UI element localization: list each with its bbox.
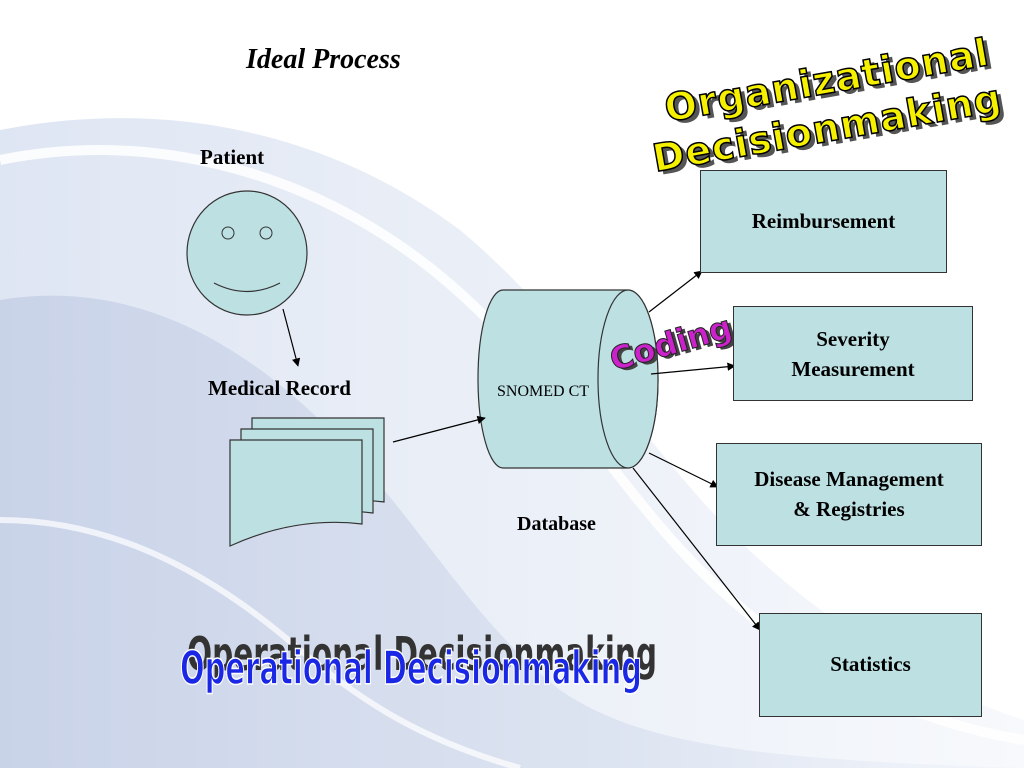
medical-record-label: Medical Record — [208, 376, 351, 400]
organizational-decisionmaking-wordart: Organizational Organizational Decisionma… — [649, 29, 1010, 183]
severity-label-line2: Measurement — [791, 357, 915, 382]
arrow-record-to-database — [392, 415, 486, 443]
snomed-ct-label: SNOMED CT — [497, 383, 590, 400]
left-eye — [221, 226, 235, 240]
severity-measurement-box: Severity Measurement — [733, 306, 973, 401]
reimbursement-box: Reimbursement — [700, 170, 947, 273]
severity-label-line1: Severity — [816, 327, 890, 351]
patient-smiley — [186, 190, 308, 316]
operational-shadow: Operational Decisionmaking — [187, 627, 657, 681]
statistics-box: Statistics — [759, 613, 982, 717]
page-title: Ideal Process — [246, 44, 401, 75]
operational-text: Operational Decisionmaking — [180, 641, 642, 695]
arrow-patient-to-record — [282, 308, 301, 367]
arrow-to-severity — [650, 362, 736, 375]
statistics-label: Statistics — [830, 652, 911, 676]
disease-label-line2: & Registries — [793, 497, 905, 522]
operational-decisionmaking-wordart: Operational Decisionmaking Operational D… — [179, 627, 657, 696]
reimbursement-label: Reimbursement — [751, 209, 896, 233]
medical-record-document-icon — [229, 417, 385, 547]
database-cylinder — [477, 289, 659, 469]
arrow-to-statistics — [632, 467, 761, 631]
disease-label-line1: Disease Management — [754, 467, 944, 491]
arrow-to-reimbursement — [648, 270, 703, 313]
disease-management-box: Disease Management & Registries — [716, 443, 982, 546]
database-label: Database — [517, 513, 596, 535]
patient-label: Patient — [200, 145, 265, 169]
smile — [213, 282, 281, 292]
right-eye — [259, 226, 273, 240]
arrow-to-disease-management — [648, 452, 719, 488]
